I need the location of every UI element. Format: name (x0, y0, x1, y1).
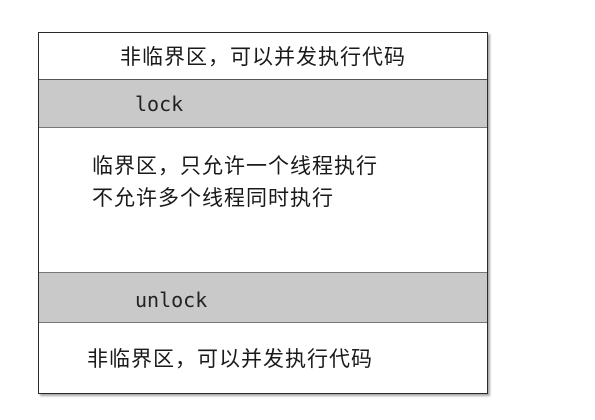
lock-band: lock (39, 80, 487, 128)
non-critical-section-bottom: 非临界区，可以并发执行代码 (39, 323, 487, 393)
lock-label: lock (135, 92, 184, 116)
non-critical-section-bottom-text: 非临界区，可以并发执行代码 (87, 347, 373, 371)
non-critical-section-top: 非临界区，可以并发执行代码 (39, 33, 487, 80)
critical-section-line-1: 临界区，只允许一个线程执行 (92, 154, 378, 178)
unlock-label: unlock (135, 288, 208, 312)
critical-section-line-2: 不允许多个线程同时执行 (92, 186, 334, 210)
critical-section-text: 临界区，只允许一个线程执行 不允许多个线程同时执行 (92, 150, 378, 214)
critical-section-diagram: 非临界区，可以并发执行代码 lock 临界区，只允许一个线程执行 不允许多个线程… (38, 32, 488, 394)
critical-section: 临界区，只允许一个线程执行 不允许多个线程同时执行 (39, 128, 487, 272)
non-critical-section-top-text: 非临界区，可以并发执行代码 (120, 45, 406, 69)
unlock-band: unlock (39, 272, 487, 323)
